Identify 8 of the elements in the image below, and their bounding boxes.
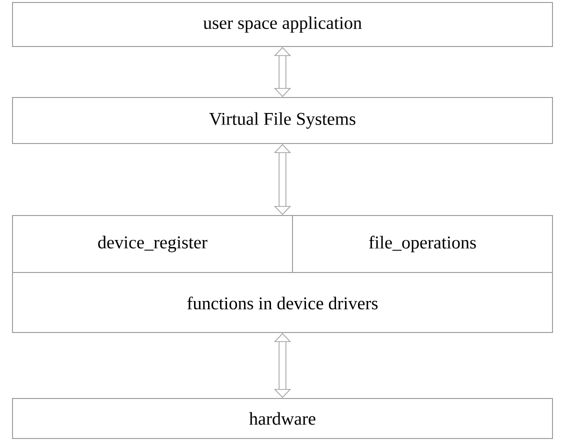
- layer-box: user space application: [12, 2, 553, 47]
- double-arrow: [274, 47, 292, 97]
- double-arrow: [274, 333, 292, 398]
- text-box: device_register: [12, 215, 293, 273]
- double-arrow: [274, 144, 292, 215]
- text-box: file_operations: [292, 215, 553, 273]
- layer-box: hardware: [12, 398, 553, 439]
- layer-box: Virtual File Systems: [12, 97, 553, 144]
